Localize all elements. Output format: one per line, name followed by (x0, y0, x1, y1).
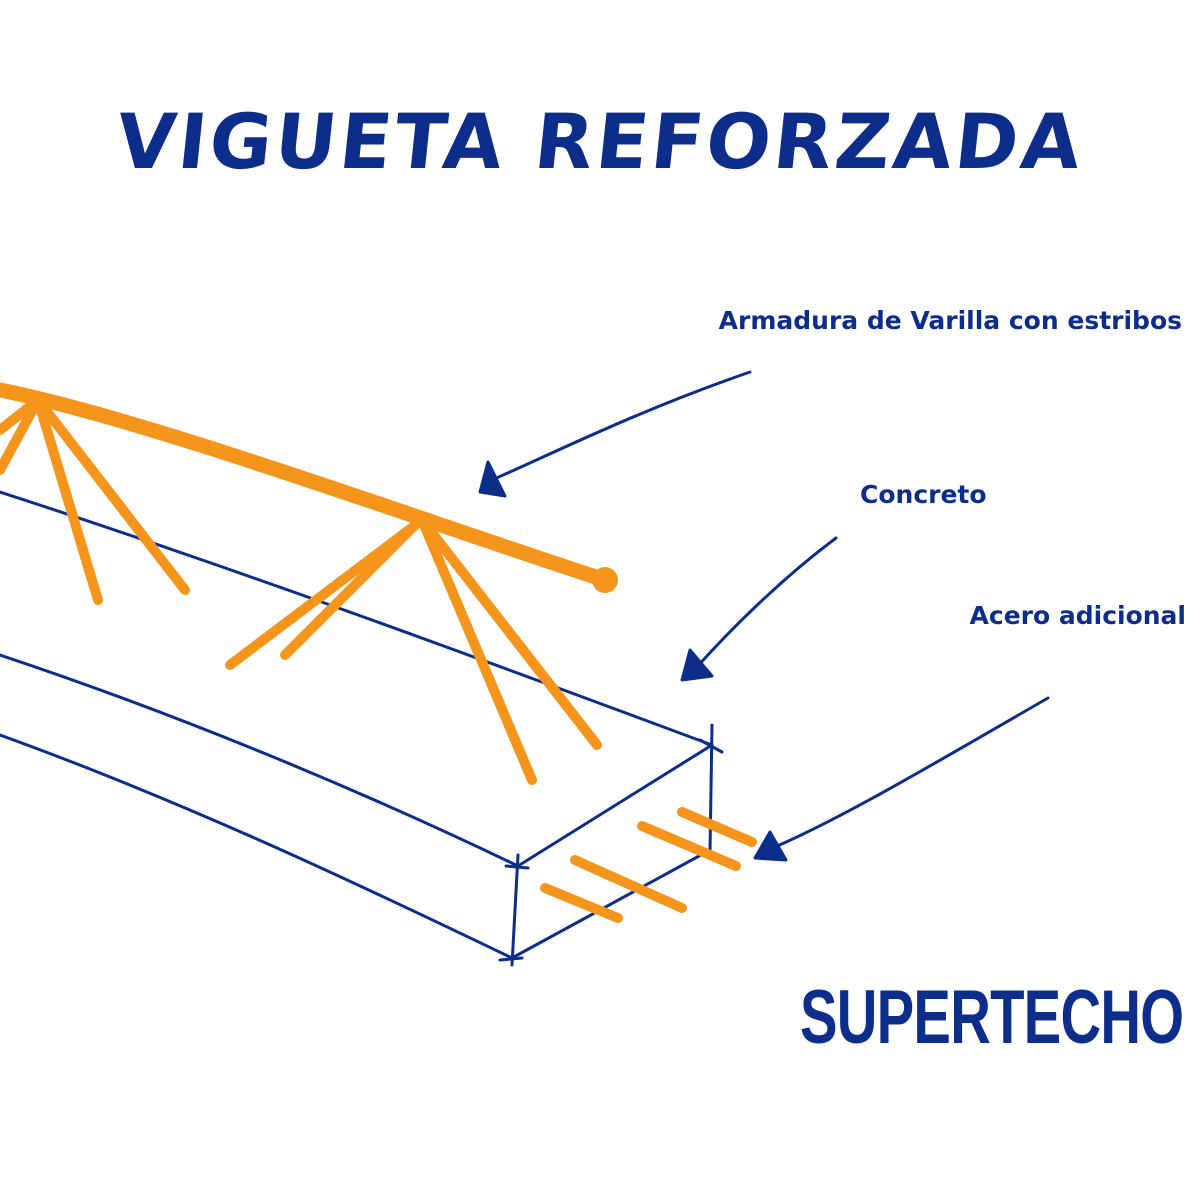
additional-bar (540, 883, 623, 923)
label-acero-adicional: Acero adicional (969, 601, 1186, 630)
corner-tick-2 (504, 864, 530, 870)
stirrup (280, 520, 420, 660)
stirrup (0, 395, 43, 475)
additional-bar (677, 807, 757, 847)
arrowhead-icon (753, 830, 788, 862)
label-concreto: Concreto (860, 480, 987, 509)
stirrup (417, 515, 537, 785)
additional-bar (570, 855, 687, 913)
additional-bar (637, 821, 741, 871)
rebar-truss (0, 382, 757, 923)
beam-end-top-edge (516, 743, 714, 868)
page-title: VIGUETA REFORZADA (112, 97, 1089, 186)
armadura-arrow (478, 370, 752, 498)
top-rebar-end (592, 567, 618, 593)
stirrup (33, 395, 190, 595)
beam-end-bottom-edge (510, 848, 712, 960)
stirrup (33, 395, 103, 605)
stirrup (417, 515, 602, 750)
beam-top-back-edge (0, 490, 714, 747)
acero-arrow (753, 696, 1050, 862)
concreto-arrow (680, 536, 838, 682)
arrowhead-icon (680, 648, 714, 682)
corner-tick-3 (498, 956, 524, 962)
beam-top-front-edge (0, 653, 520, 868)
top-rebar (0, 382, 613, 588)
concrete-beam (0, 490, 724, 967)
beam-end-left-edge (510, 853, 520, 967)
arrowhead-icon (478, 460, 507, 498)
label-armadura: Armadura de Varilla con estribos (718, 306, 1182, 335)
beam-bottom-edge (0, 733, 514, 960)
callout-arrows (478, 370, 1050, 862)
corner-tick-1 (698, 738, 724, 754)
brand-logo: SUPERTECHO (800, 975, 1184, 1060)
stirrup (0, 395, 43, 435)
